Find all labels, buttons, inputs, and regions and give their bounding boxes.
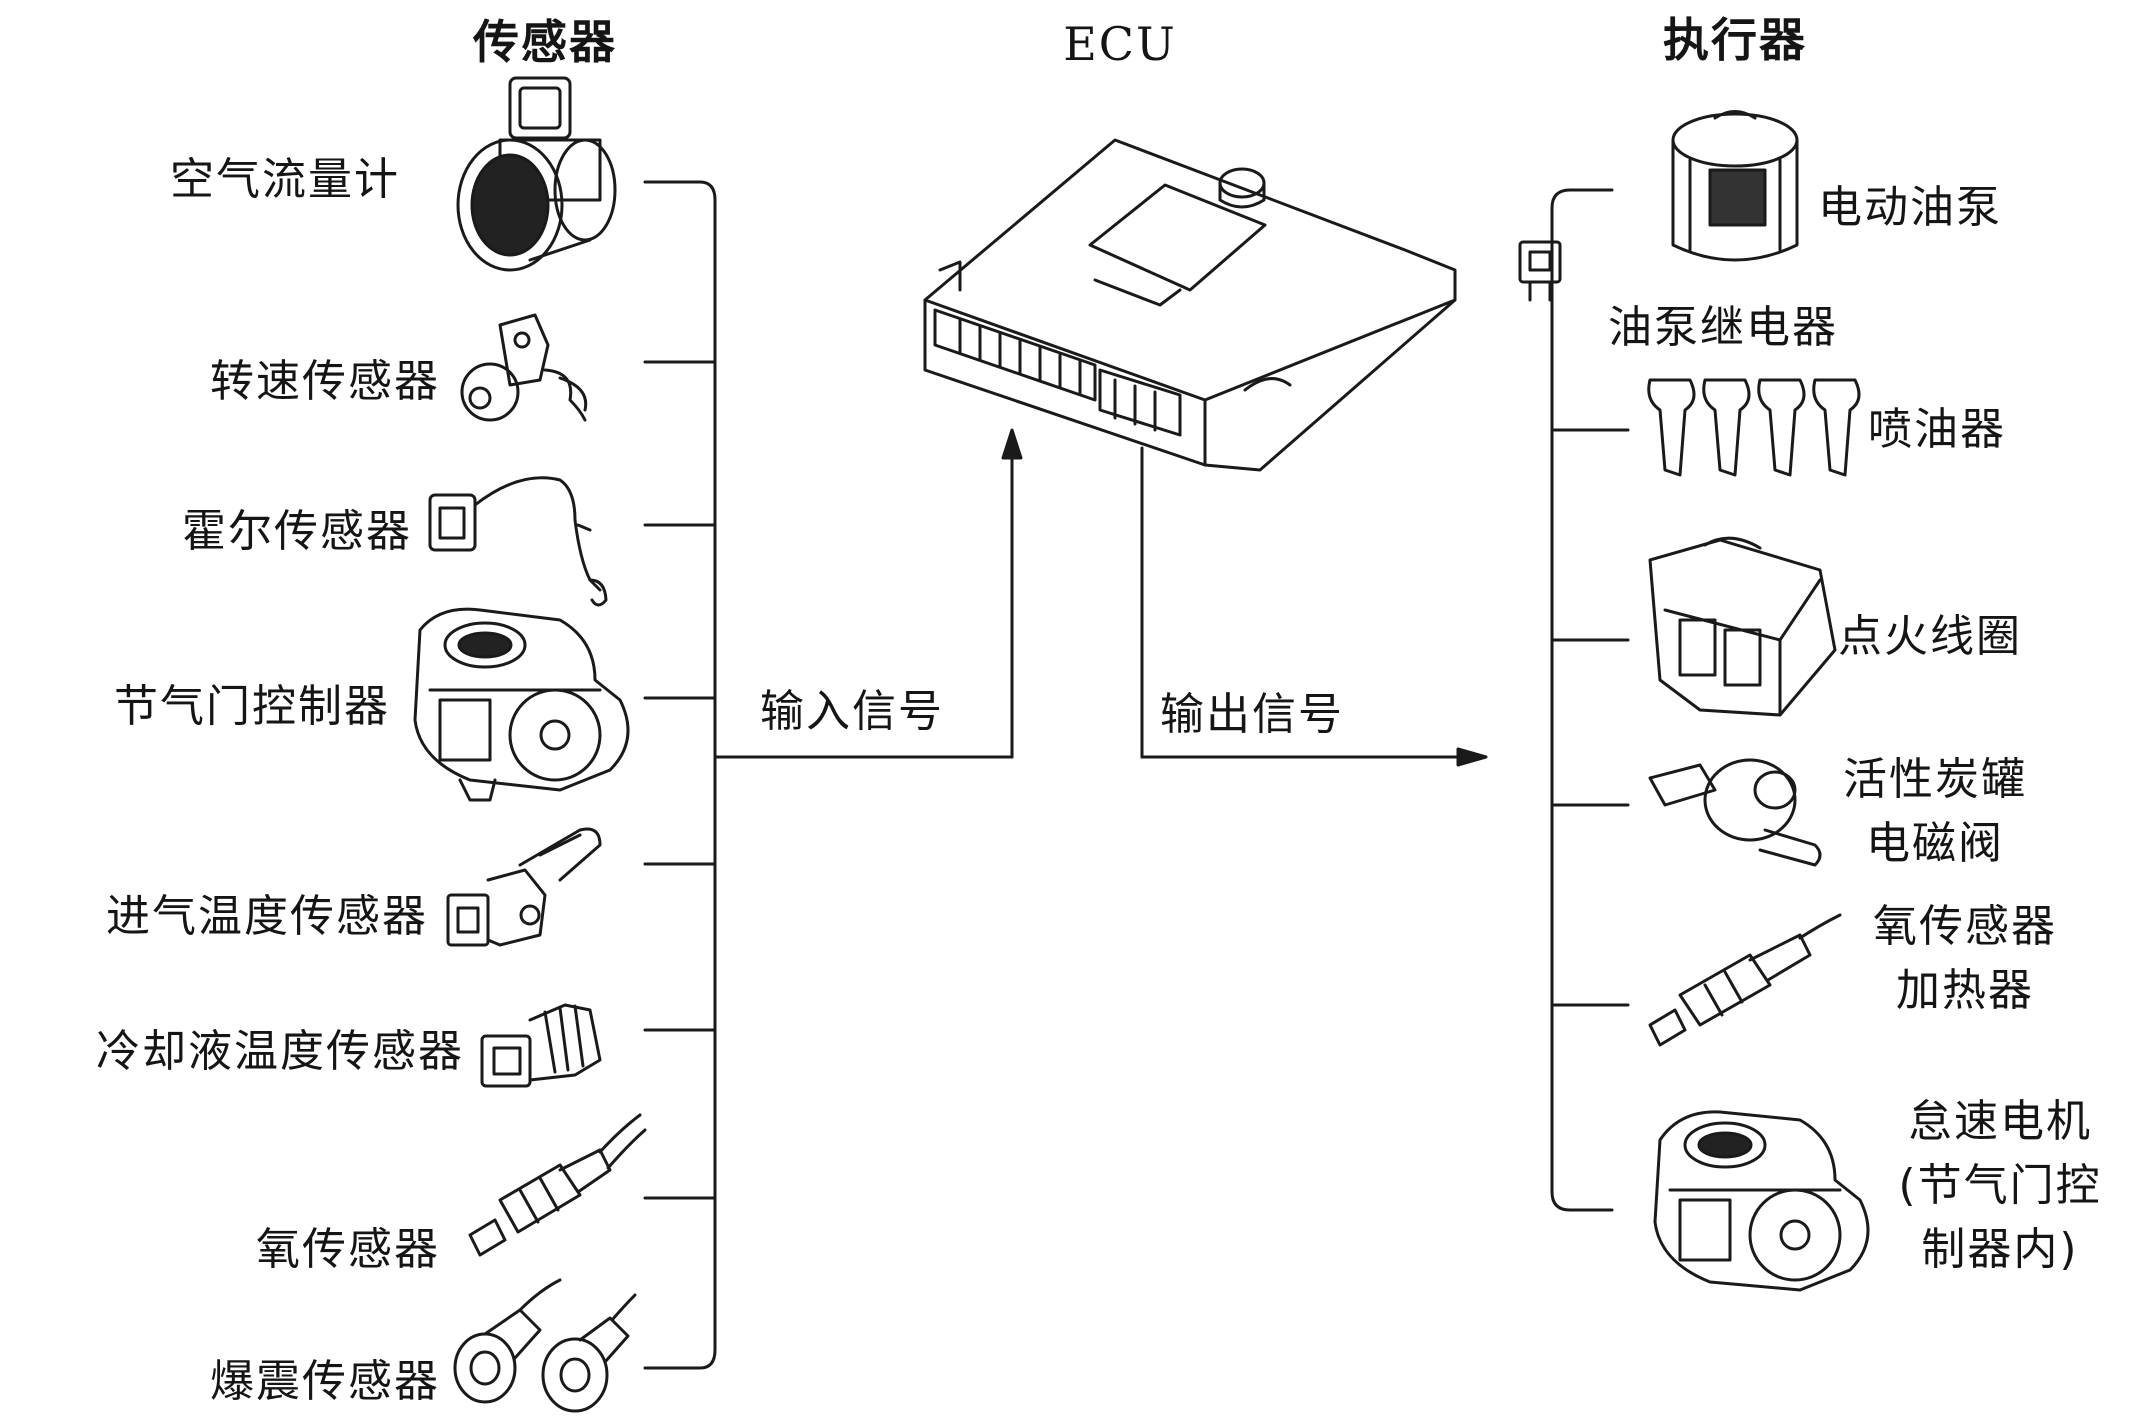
actuator-bus [1550, 188, 1630, 1212]
o2-heater-line2: 加热器 [1896, 965, 2034, 1016]
actuator-label-canister-valve: 活性炭罐 电磁阀 [1840, 748, 2030, 876]
actuator-label-idle-motor: 怠速电机 (节气门控 制器内) [1880, 1090, 2120, 1282]
actuator-label-o2-heater: 氧传感器 加热器 [1870, 895, 2060, 1023]
hall-sensor-icon [428, 476, 608, 607]
speed-sensor-icon [460, 313, 588, 422]
oxygen-sensor-icon [468, 1113, 647, 1257]
actuator-label-ignition-coil: 点火线圈 [1838, 611, 2022, 662]
canister-valve-line1: 活性炭罐 [1843, 754, 2027, 805]
input-signal-label: 输入信号 [760, 686, 944, 737]
sensor-label-knock: 爆震传感器 [210, 1356, 440, 1407]
sensor-label-intake-temp: 进气温度传感器 [106, 891, 428, 942]
sensors-header: 传感器 [473, 15, 617, 69]
o2-heater-line1: 氧传感器 [1873, 901, 2057, 952]
oxygen-sensor-heater-icon [1648, 913, 1842, 1047]
idle-motor-icon [1653, 1110, 1870, 1292]
knock-sensor-icon [453, 1278, 637, 1413]
intake-temp-sensor-icon [446, 827, 602, 947]
actuators-header: 执行器 [1663, 13, 1807, 67]
throttle-controller-icon [413, 607, 630, 802]
sensor-bus [643, 180, 1023, 1370]
output-line [1140, 446, 1488, 767]
actuator-label-injector: 喷油器 [1868, 404, 2006, 455]
ecu-unit-icon [923, 138, 1457, 472]
sensor-label-coolant-temp: 冷却液温度传感器 [96, 1026, 464, 1077]
sensor-label-air-flow-meter: 空气流量计 [170, 154, 400, 205]
injector-icon [1647, 378, 1861, 477]
fuel-pump-icon [1671, 110, 1799, 262]
actuator-label-fuel-pump: 电动油泵 [1818, 182, 2002, 233]
canister-solenoid-valve-icon [1648, 758, 1822, 867]
actuator-label-pump-relay: 油泵继电器 [1608, 302, 1838, 353]
air-flow-meter-icon [456, 76, 617, 272]
idle-motor-line1: 怠速电机 [1908, 1096, 2092, 1147]
sensor-label-oxygen: 氧传感器 [256, 1224, 440, 1275]
sensor-label-hall: 霍尔传感器 [182, 506, 412, 557]
idle-motor-line2: (节气门控 [1898, 1160, 2102, 1211]
canister-valve-line2: 电磁阀 [1866, 818, 2004, 869]
idle-motor-line3: 制器内) [1921, 1224, 2079, 1275]
ignition-coil-icon [1648, 536, 1837, 717]
fuel-pump-relay-icon [1518, 240, 1562, 302]
sensor-label-speed: 转速传感器 [210, 356, 440, 407]
sensor-label-throttle: 节气门控制器 [114, 681, 390, 732]
ecu-header: ECU [1063, 17, 1177, 71]
coolant-temp-sensor-icon [480, 1003, 602, 1088]
output-signal-label: 输出信号 [1160, 689, 1344, 740]
